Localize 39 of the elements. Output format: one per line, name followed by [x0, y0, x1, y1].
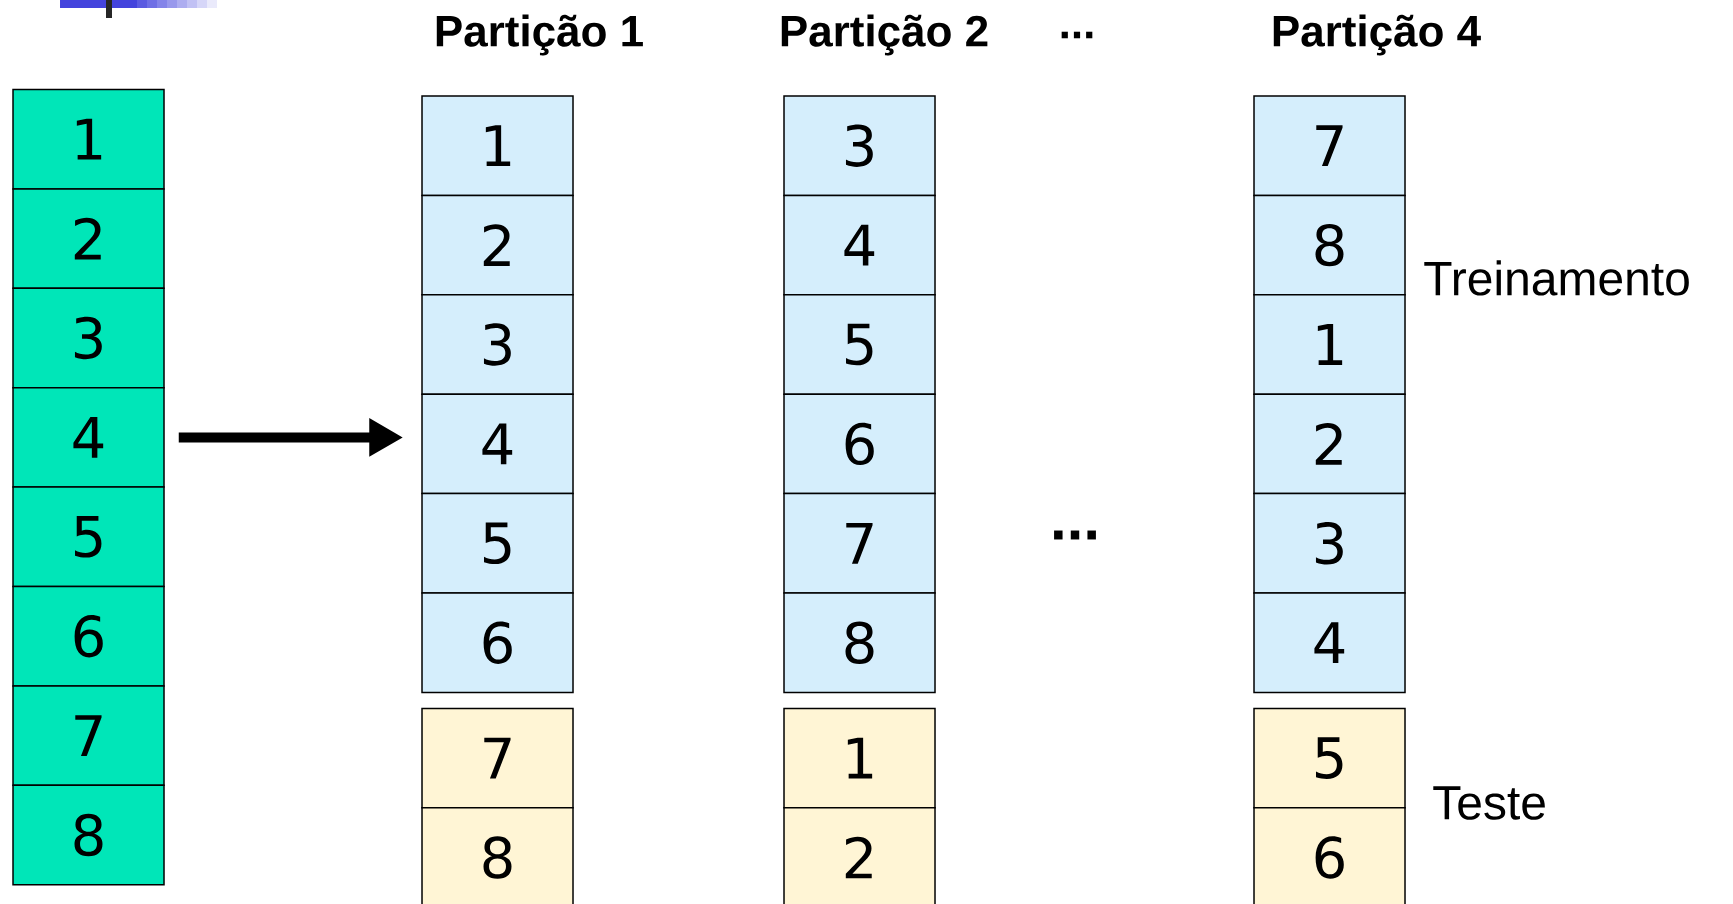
number-cell: 1 — [1253, 294, 1406, 395]
number-cell: 2 — [12, 188, 165, 290]
number-cell: 5 — [421, 492, 574, 594]
number-cell: 1 — [783, 707, 936, 809]
number-cell: 7 — [1253, 95, 1406, 197]
column-heading: Partição 2 — [781, 14, 988, 56]
column-heading: ... — [1061, 31, 1093, 39]
number-cell: 8 — [12, 784, 165, 886]
number-cell: 2 — [421, 194, 574, 296]
number-cell: 7 — [12, 685, 165, 787]
number-cell: 4 — [421, 393, 574, 495]
number-cell: 1 — [421, 95, 574, 197]
number-cell: 5 — [1253, 707, 1406, 809]
number-cell: 4 — [783, 194, 936, 296]
number-cell: 5 — [783, 294, 936, 395]
group-label: Teste — [1433, 786, 1545, 820]
group-label: Treinamento — [1424, 260, 1689, 296]
column-heading: Partição 1 — [436, 14, 643, 56]
column-heading: Partição 4 — [1273, 14, 1481, 56]
number-cell: 1 — [12, 88, 165, 190]
number-cell: 5 — [12, 486, 165, 588]
number-cell: 3 — [783, 95, 936, 197]
number-cell: 8 — [421, 807, 574, 904]
number-cell: 2 — [783, 807, 936, 904]
number-cell: 6 — [12, 585, 165, 687]
number-cell: 7 — [421, 707, 574, 809]
number-cell: 8 — [783, 592, 936, 694]
number-cell: 6 — [421, 592, 574, 694]
number-cell: 3 — [12, 287, 165, 389]
number-cell: 4 — [12, 386, 165, 488]
number-cell: 7 — [783, 492, 936, 594]
number-cell: 2 — [1253, 393, 1406, 495]
number-cell: 4 — [1253, 592, 1406, 694]
number-cell: 6 — [1253, 807, 1406, 904]
ellipsis: ... — [1054, 530, 1096, 540]
number-cell: 6 — [783, 393, 936, 495]
number-cell: 8 — [1253, 194, 1406, 296]
number-cell: 3 — [421, 294, 574, 395]
number-cell: 3 — [1253, 492, 1406, 594]
